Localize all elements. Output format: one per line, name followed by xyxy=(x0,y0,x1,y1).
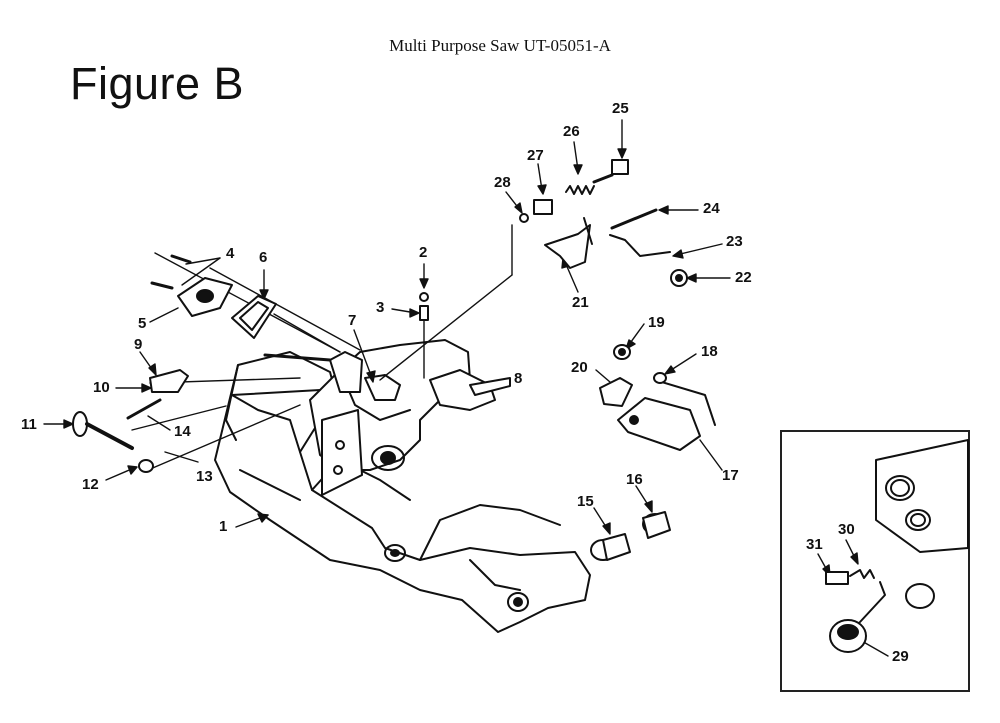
figure-label: Figure B xyxy=(70,58,245,109)
callout-8: 8 xyxy=(514,370,523,387)
inset-detail-box xyxy=(780,430,970,692)
callout-16: 16 xyxy=(626,471,643,488)
callout-29: 29 xyxy=(892,648,909,665)
callout-18: 18 xyxy=(701,343,718,360)
leader-lines xyxy=(43,119,889,657)
callout-10: 10 xyxy=(93,379,110,396)
callout-5: 5 xyxy=(138,315,147,332)
callout-19: 19 xyxy=(648,314,665,331)
callout-3: 3 xyxy=(376,299,385,316)
callout-23: 23 xyxy=(726,233,743,250)
callout-27: 27 xyxy=(527,147,544,164)
callout-2: 2 xyxy=(419,244,428,261)
callout-28: 28 xyxy=(494,174,511,191)
callout-25: 25 xyxy=(612,100,629,117)
callout-30: 30 xyxy=(838,521,855,538)
housing-part xyxy=(214,339,591,633)
callout-4: 4 xyxy=(226,245,235,262)
callout-1: 1 xyxy=(219,518,228,535)
callout-14: 14 xyxy=(174,423,191,440)
callout-15: 15 xyxy=(577,493,594,510)
callout-7: 7 xyxy=(348,312,357,329)
callout-24: 24 xyxy=(703,200,720,217)
small-parts xyxy=(72,159,716,561)
callout-13: 13 xyxy=(196,468,213,485)
callout-6: 6 xyxy=(259,249,268,266)
callout-21: 21 xyxy=(572,294,589,311)
callout-22: 22 xyxy=(735,269,752,286)
inset-parts xyxy=(825,439,969,653)
callout-20: 20 xyxy=(571,359,588,376)
callout-11: 11 xyxy=(21,416,37,433)
callout-31: 31 xyxy=(806,536,823,553)
callout-26: 26 xyxy=(563,123,580,140)
callout-12: 12 xyxy=(82,476,99,493)
document-title: Multi Purpose Saw UT-05051-A xyxy=(389,36,611,55)
callout-9: 9 xyxy=(134,336,143,353)
callout-17: 17 xyxy=(722,467,739,484)
